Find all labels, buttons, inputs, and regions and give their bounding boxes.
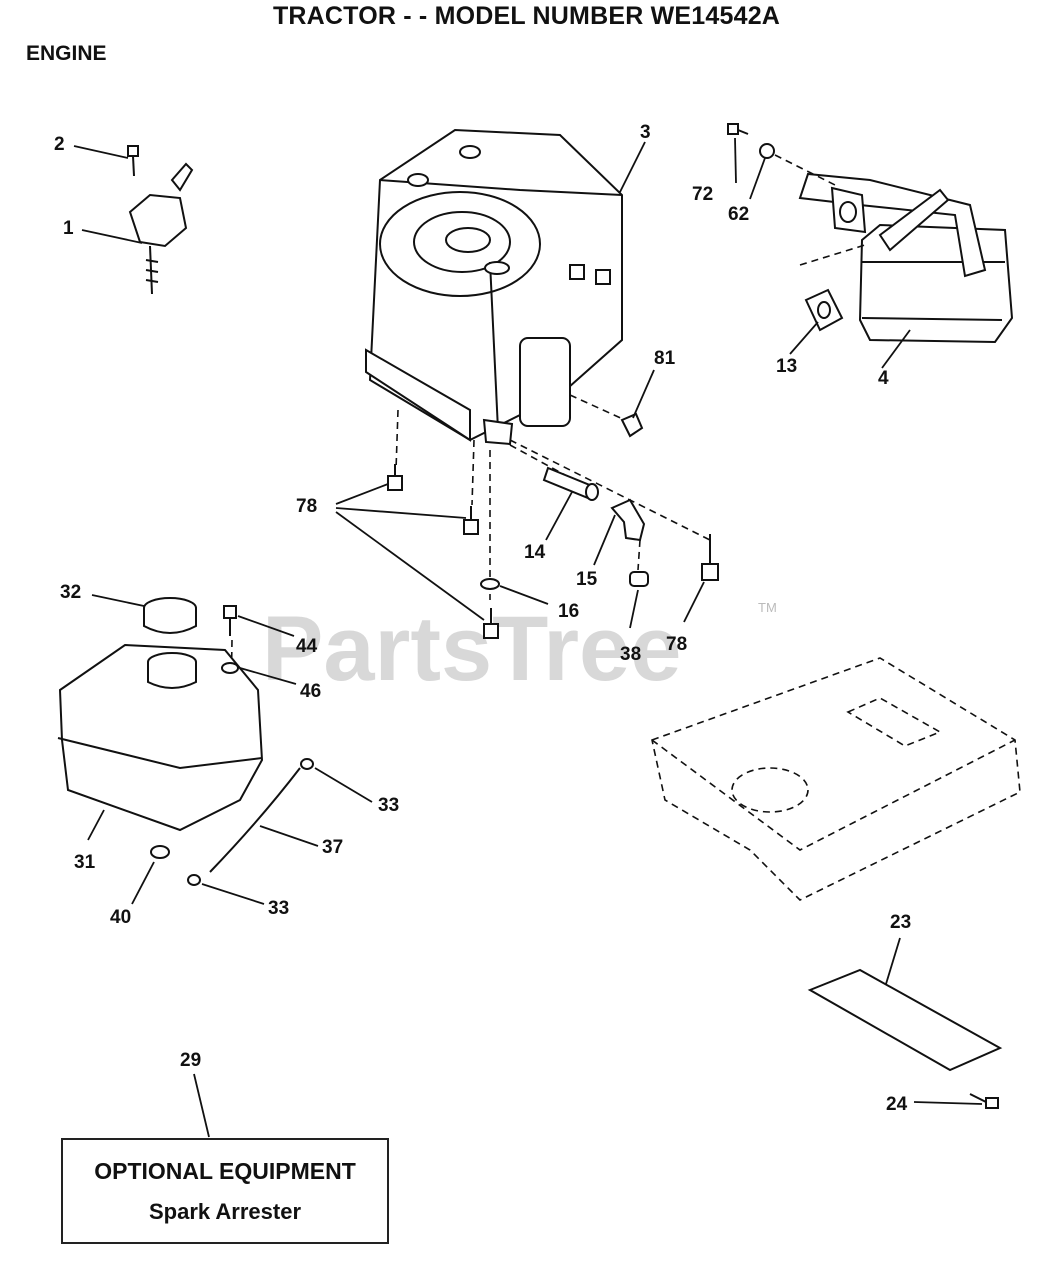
callout-29: 29: [180, 1050, 201, 1071]
callout-32: 32: [60, 582, 81, 603]
fuel-line-part[interactable]: [187, 758, 314, 886]
throttle-bracket-part[interactable]: [127, 145, 194, 295]
engine-part[interactable]: [365, 128, 623, 446]
callout-23: 23: [890, 912, 911, 933]
page-title: TRACTOR - - MODEL NUMBER WE14542A: [272, 2, 781, 30]
callout-33-lower: 33: [268, 898, 289, 919]
muffler-bolt-part[interactable]: [727, 123, 775, 159]
fuel-cap-part[interactable]: [143, 597, 197, 634]
muffler-part[interactable]: [798, 172, 1014, 344]
elbow-fitting-part[interactable]: [610, 498, 646, 542]
callout-3: 3: [640, 122, 651, 143]
engine-bolts-part[interactable]: [387, 464, 719, 639]
callout-2: 2: [54, 134, 65, 155]
leader-lines: [73, 137, 983, 1138]
oil-fitting-part[interactable]: [542, 466, 599, 501]
callout-37: 37: [322, 837, 343, 858]
optional-equipment-item: Spark Arrester: [148, 1199, 302, 1224]
optional-equipment-heading: OPTIONAL EQUIPMENT: [94, 1158, 356, 1184]
callout-13: 13: [776, 356, 797, 377]
callout-4: 4: [878, 368, 889, 389]
callout-81: 81: [654, 348, 676, 369]
watermark-text: PartsTree: [262, 598, 681, 700]
gasket-part[interactable]: [804, 288, 844, 332]
callout-40: 40: [110, 907, 131, 928]
grommet-part[interactable]: [150, 845, 170, 859]
callout-46: 46: [300, 681, 321, 702]
callout-33-upper: 33: [378, 795, 399, 816]
callout-44: 44: [296, 636, 318, 657]
callout-14: 14: [524, 542, 546, 563]
callout-16: 16: [558, 601, 579, 622]
callout-1: 1: [63, 218, 74, 239]
callout-38: 38: [620, 644, 641, 665]
watermark-trademark: TM: [758, 600, 777, 615]
nut-part[interactable]: [620, 412, 644, 438]
drain-cap-part[interactable]: [629, 571, 649, 587]
callout-78-left: 78: [296, 496, 317, 517]
fuel-tank-part[interactable]: [57, 643, 264, 832]
callout-31: 31: [74, 852, 96, 873]
tank-screw-part[interactable]: [221, 605, 239, 674]
washer-part[interactable]: [480, 578, 500, 590]
callout-62: 62: [728, 204, 749, 225]
callouts: 2 1 3 72 62 13 4 81 78 14 15 16 38 78 32…: [54, 122, 911, 1115]
optional-equipment-box: OPTIONAL EQUIPMENT Spark Arrester: [61, 1138, 389, 1244]
engine-panel-part[interactable]: [807, 968, 1003, 1109]
callout-24: 24: [886, 1094, 908, 1115]
callout-78-right: 78: [666, 634, 687, 655]
section-label: ENGINE: [26, 42, 107, 65]
callout-72: 72: [692, 184, 713, 205]
frame-part: [651, 657, 1021, 901]
callout-15: 15: [576, 569, 598, 590]
